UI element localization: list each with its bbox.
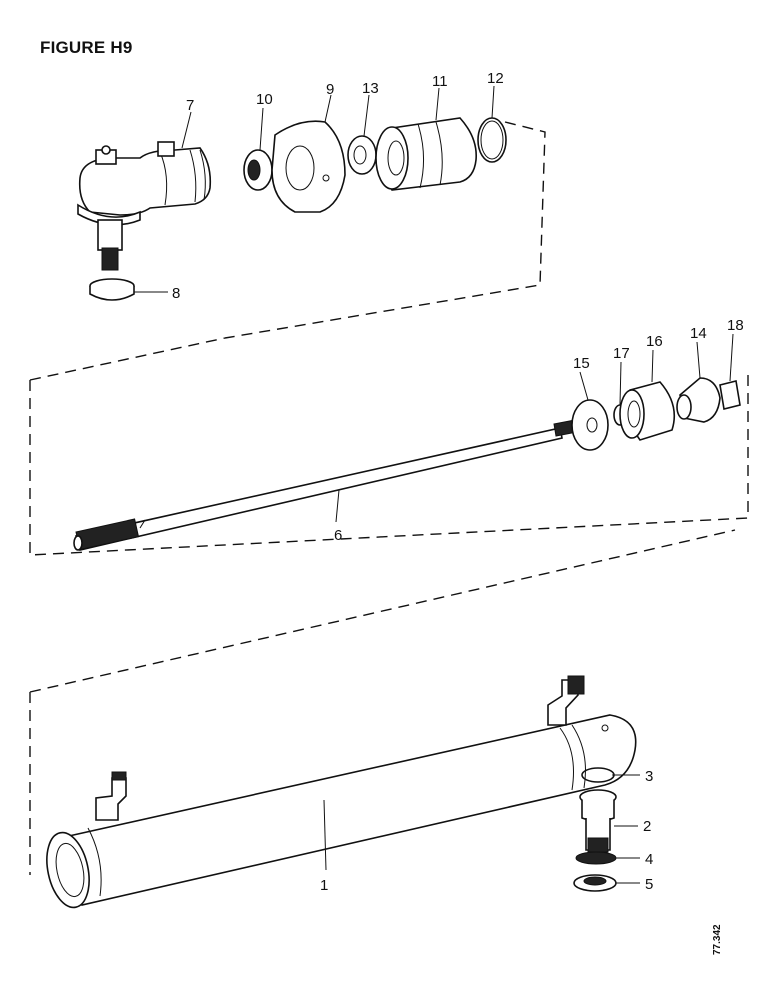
callout-6: 6 [334, 527, 342, 544]
part-14-housing [676, 377, 721, 423]
elbow-fitting-left [95, 771, 127, 821]
part-8-washer [89, 278, 135, 301]
callout-12: 12 [487, 70, 504, 87]
part-15-disc [571, 399, 609, 451]
callout-9: 9 [326, 81, 334, 98]
part-16-bush [619, 381, 676, 441]
callout-5: 5 [645, 876, 653, 893]
callout-1: 1 [320, 877, 328, 894]
part-13-spacer [347, 135, 377, 175]
callout-8: 8 [172, 285, 180, 302]
callout-13: 13 [362, 80, 379, 97]
leader-lines [134, 85, 734, 884]
callout-15: 15 [573, 355, 590, 372]
figure-title: FIGURE H9 [40, 38, 133, 57]
guide-top-left [29, 337, 226, 381]
drawing-code: 77.342 [712, 924, 723, 955]
part-11-sleeve [375, 117, 477, 191]
part-4-washer [575, 851, 617, 865]
callout-labels: 7 10 9 13 11 12 8 15 17 16 14 18 6 3 2 4… [172, 70, 744, 894]
guide-bottom [29, 529, 736, 875]
dashed-guides [29, 121, 749, 875]
guide-top [224, 121, 546, 339]
callout-11: 11 [432, 73, 448, 90]
callout-17: 17 [613, 345, 630, 362]
part-7-ball-joint [77, 141, 212, 271]
part-1-cylinder [46, 714, 637, 909]
callout-16: 16 [646, 333, 663, 350]
part-6-rod [73, 419, 578, 551]
callout-18: 18 [727, 317, 744, 334]
part-2-adaptor [579, 789, 617, 853]
callout-2: 2 [643, 818, 651, 835]
part-9-housing [271, 120, 346, 213]
part-10-bush [243, 149, 273, 191]
elbow-fitting-right [547, 675, 585, 726]
callout-10: 10 [256, 91, 273, 108]
callout-3: 3 [645, 768, 653, 785]
callout-7: 7 [186, 97, 194, 114]
part-5-seal [573, 874, 617, 892]
callout-4: 4 [645, 851, 653, 868]
part-12-o-ring [477, 117, 507, 163]
callout-14: 14 [690, 325, 707, 342]
part-18-nut [719, 380, 741, 410]
